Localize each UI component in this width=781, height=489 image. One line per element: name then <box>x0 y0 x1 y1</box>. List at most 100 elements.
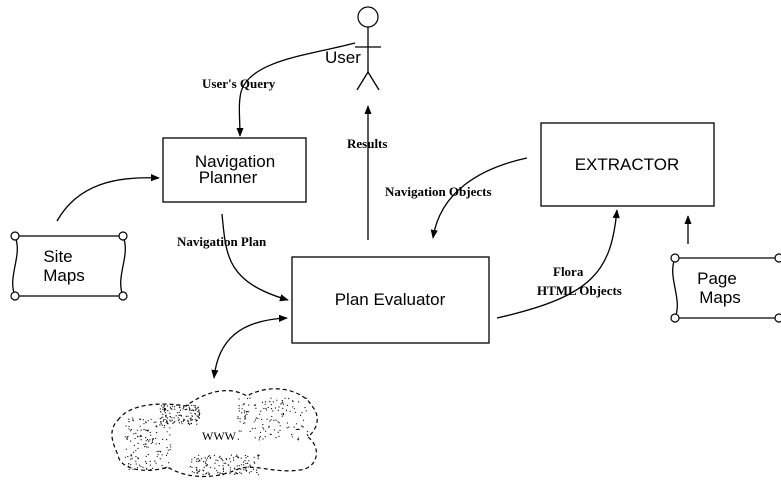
cloud-stipple-dot <box>205 459 207 461</box>
cloud-stipple-dot <box>145 429 147 431</box>
cloud-stipple-dot <box>244 418 246 420</box>
cloud-stipple-dot <box>198 413 200 415</box>
cloud-stipple-dot <box>133 433 135 435</box>
cloud-stipple-dot <box>169 406 171 408</box>
cloud-stipple-dot <box>150 442 152 444</box>
cloud-stipple-dot <box>245 468 247 470</box>
cloud-stipple-dot <box>149 460 151 462</box>
cloud-stipple-dot <box>263 428 265 430</box>
cloud-stipple-dot <box>270 419 272 421</box>
cloud-stipple-dot <box>135 463 137 465</box>
cloud-stipple-dot <box>280 403 282 405</box>
cloud-stipple-dot <box>145 437 147 439</box>
cloud-stipple-dot <box>161 454 163 456</box>
cloud-stipple-dot <box>237 456 239 458</box>
cloud-stipple-dot <box>203 466 205 468</box>
cloud-stipple-dot <box>198 454 200 456</box>
cloud-stipple-dot <box>128 418 130 420</box>
cloud-stipple-dot <box>194 412 196 415</box>
cloud-stipple-dot <box>195 419 197 421</box>
cloud-stipple-dot <box>248 404 250 406</box>
cloud-stipple-dot <box>127 456 129 458</box>
cloud-stipple-dot <box>257 454 259 456</box>
cloud-stipple-dot <box>169 444 171 446</box>
extractor-box <box>540 122 715 207</box>
edge-label-html-objects: HTML Objects <box>537 283 622 298</box>
cloud-stipple-dot <box>298 428 300 431</box>
cloud-stipple-dot <box>183 419 185 421</box>
cloud-stipple-dot <box>240 457 242 459</box>
cloud-stipple-dot <box>234 473 236 475</box>
cloud-stipple-dot <box>165 454 168 457</box>
cloud-stipple-dot <box>268 425 270 427</box>
cloud-stipple-dot <box>278 406 280 408</box>
cloud-stipple-dot <box>242 404 244 406</box>
cloud-stipple-dot <box>171 405 174 407</box>
cloud-stipple-dot <box>269 420 271 422</box>
cloud-stipple-dot <box>145 446 147 448</box>
cloud-stipple-dot <box>162 438 164 440</box>
cloud-stipple-dot <box>167 449 169 451</box>
cloud-stipple-dot <box>158 450 160 452</box>
cloud-stipple-dot <box>166 466 168 468</box>
cloud-stipple-dot <box>244 422 246 424</box>
cloud-stipple-dot <box>279 425 281 427</box>
cloud-stipple-dot <box>269 401 271 403</box>
cloud-stipple-dot <box>126 438 128 440</box>
cloud-stipple-dot <box>159 418 161 420</box>
cloud-stipple-dot <box>187 420 189 422</box>
cloud-stipple-dot <box>229 467 232 469</box>
cloud-stipple-dot <box>170 420 172 422</box>
cloud-stipple-dot <box>158 443 160 445</box>
cloud-stipple-dot <box>170 446 172 448</box>
cloud-stipple-dot <box>253 404 256 406</box>
cloud-stipple-dot <box>298 439 300 441</box>
cloud-stipple-dot <box>196 460 198 462</box>
cloud-stipple-dot <box>217 471 219 474</box>
cloud-stipple-dot <box>222 467 224 469</box>
navigation-planner-label-line1: Navigation <box>195 152 275 171</box>
cloud-stipple-dot <box>197 407 199 409</box>
cloud-stipple-dot <box>162 413 164 415</box>
cloud-stipple-dot <box>133 451 135 453</box>
cloud-stipple-dot <box>164 425 166 427</box>
arrow-user-to-planner <box>236 42 356 137</box>
cloud-stipple-dot <box>234 467 236 469</box>
cloud-stipple-dot <box>222 470 225 472</box>
cloud-stipple-dot <box>204 457 206 459</box>
cloud-stipple-dot <box>140 434 142 437</box>
cloud-stipple-dot <box>154 460 156 462</box>
cloud-stipple-dot <box>207 471 209 473</box>
plan-evaluator-label: Plan Evaluator <box>335 290 446 309</box>
cloud-stipple-dot <box>128 428 130 430</box>
cloud-stipple-dot <box>130 440 132 442</box>
cloud-stipple-dot <box>143 443 145 446</box>
cloud-stipple-dot <box>180 421 183 423</box>
cloud-stipple-dot <box>145 462 147 464</box>
cloud-stipple-dot <box>240 468 242 470</box>
cloud-stipple-dot <box>240 430 242 432</box>
cloud-stipple-dot <box>257 474 259 476</box>
cloud-stipple-dot <box>160 421 162 423</box>
cloud-stipple-dot <box>266 418 268 420</box>
cloud-stipple-dot <box>206 457 209 459</box>
cloud-stipple-dot <box>164 467 166 469</box>
cloud-stipple-dot <box>278 435 280 437</box>
cloud-stipple-dot <box>162 420 164 422</box>
cloud-stipple-dot <box>277 409 279 411</box>
cloud-stipple-dot <box>302 426 304 428</box>
navigation-planner-label-line2: Planner <box>199 168 258 187</box>
cloud-stipple-dot <box>193 410 195 412</box>
cloud-stipple-dot <box>160 405 163 407</box>
cloud-stipple-dot <box>205 462 207 465</box>
cloud-stipple-dot <box>129 430 131 432</box>
cloud-stipple-dot <box>160 423 162 425</box>
cloud-stipple-dot <box>273 419 275 421</box>
cloud-stipple-dot <box>145 443 147 445</box>
cloud-stipple-dot <box>206 464 208 466</box>
cloud-stipple-dot <box>282 403 285 405</box>
cloud-stipple-dot <box>171 408 173 410</box>
cloud-stipple-dot <box>148 440 150 442</box>
cloud-stipple-dot <box>299 414 302 416</box>
cloud-stipple-dot <box>254 437 256 439</box>
